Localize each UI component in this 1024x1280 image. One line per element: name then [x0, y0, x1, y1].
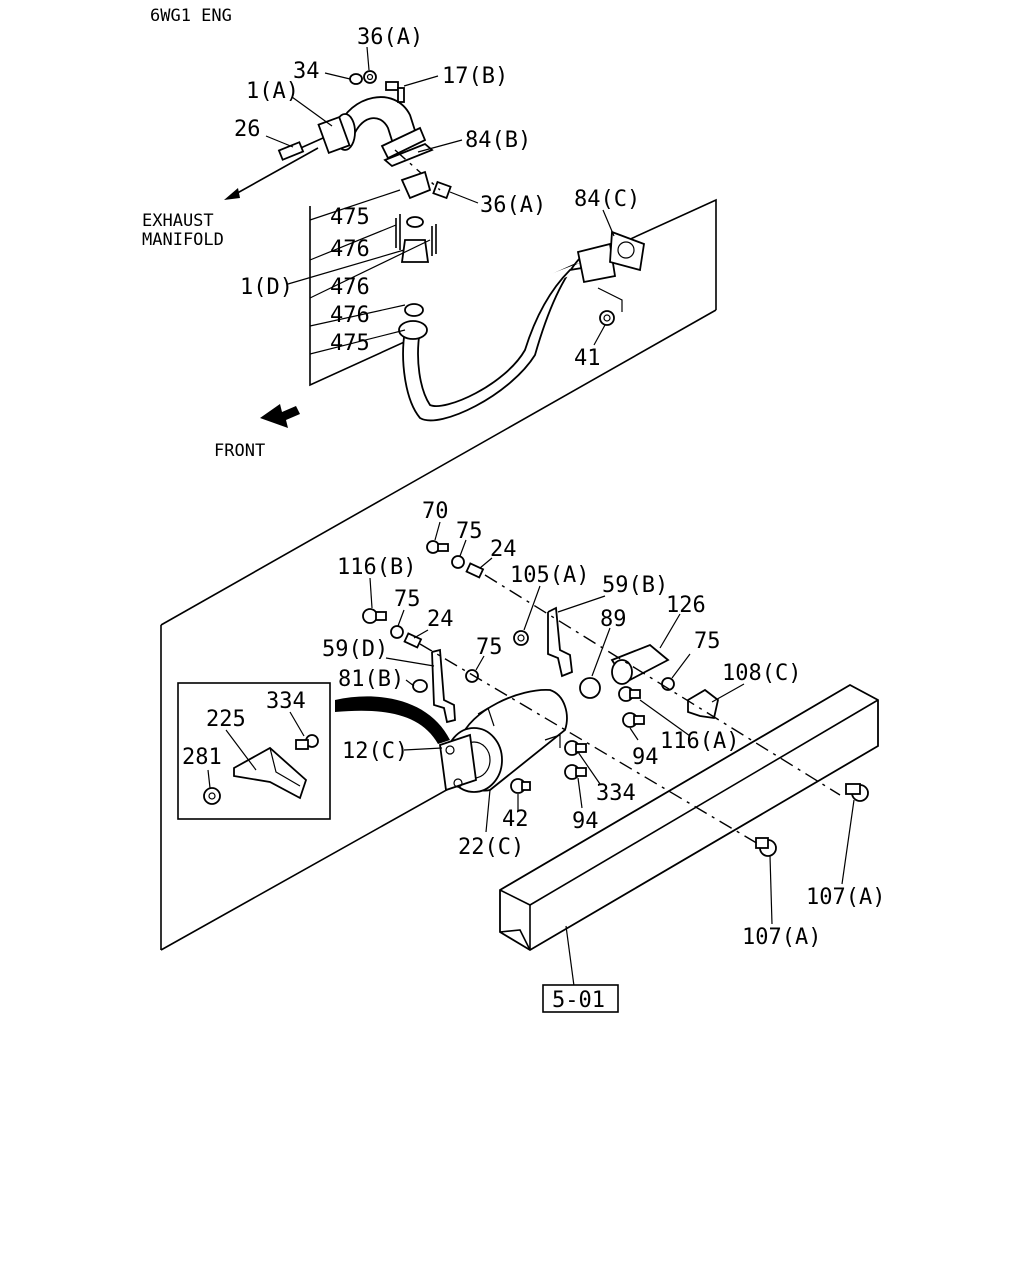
muffler-22c	[439, 689, 568, 793]
front-label: FRONT	[214, 441, 265, 461]
label-89: 89	[600, 607, 627, 632]
label-116b: 116(B)	[337, 555, 416, 580]
label-34: 34	[293, 59, 320, 84]
spacer-24-b	[403, 632, 423, 649]
bracket-59d	[431, 648, 456, 724]
nut-105a	[513, 630, 529, 646]
bolt-116b	[362, 608, 387, 624]
label-24-a: 24	[490, 537, 517, 562]
nut-36a-top	[363, 70, 377, 84]
label-476-b: 476	[330, 275, 370, 300]
label-94-b: 94	[572, 809, 599, 834]
front-arrow-icon	[260, 404, 300, 428]
washer-75-b	[390, 625, 404, 639]
label-36a-top: 36(A)	[357, 25, 423, 50]
spacer-24-a	[465, 562, 485, 579]
exhaust-pipe	[398, 230, 646, 422]
label-475-b: 475	[330, 331, 370, 356]
label-26: 26	[234, 117, 261, 142]
label-94-a: 94	[632, 745, 659, 770]
pipe-126	[610, 643, 670, 685]
heat-shield-curve	[335, 696, 450, 744]
lower-leaders	[207, 521, 855, 987]
bolt-17b	[385, 81, 405, 103]
reference-box[interactable]: 5-01	[542, 984, 619, 1013]
label-1a: 1(A)	[246, 79, 299, 104]
label-24-b: 24	[427, 607, 454, 632]
label-84c: 84(C)	[574, 187, 640, 212]
label-225: 225	[206, 707, 246, 732]
bolt-70	[426, 540, 449, 554]
label-70: 70	[422, 499, 449, 524]
exhaust-elbow	[277, 96, 427, 161]
washer-75-a	[451, 555, 465, 569]
label-75-d: 75	[694, 629, 721, 654]
label-107a-right: 107(A)	[806, 885, 885, 910]
label-36a-mid: 36(A)	[480, 193, 546, 218]
washer-75-c	[465, 669, 479, 683]
bolt-107a-right	[845, 783, 869, 802]
engine-header: 6WG1 ENG	[150, 6, 232, 26]
washer-81b	[412, 679, 428, 693]
clamp-89	[579, 677, 601, 699]
label-475-a: 475	[330, 205, 370, 230]
nut-42	[510, 778, 531, 794]
label-84b: 84(B)	[465, 128, 531, 153]
label-281: 281	[182, 745, 222, 770]
label-59b: 59(B)	[602, 573, 668, 598]
label-75-a: 75	[456, 519, 483, 544]
exhaust-manifold-arrow	[224, 147, 319, 200]
label-126: 126	[666, 593, 706, 618]
washer-34	[349, 73, 363, 85]
exhaust-manifold-label-2: MANIFOLD	[142, 230, 224, 250]
bolt-116a	[618, 686, 641, 702]
label-41: 41	[574, 346, 601, 371]
label-22c: 22(C)	[458, 835, 524, 860]
label-75-b: 75	[394, 587, 421, 612]
bracket-59b	[547, 606, 573, 678]
label-107a-left: 107(A)	[742, 925, 821, 950]
reference-label: 5-01	[552, 988, 605, 1013]
upper-leaders	[265, 46, 615, 355]
nut-36a-mid	[432, 180, 452, 200]
label-105a: 105(A)	[510, 563, 589, 588]
label-17b: 17(B)	[442, 64, 508, 89]
label-1d: 1(D)	[240, 275, 293, 300]
frame-rail	[499, 683, 879, 952]
label-108c: 108(C)	[722, 661, 801, 686]
bolt-107a-left	[755, 837, 777, 857]
label-476-a: 476	[330, 237, 370, 262]
label-334: 334	[596, 781, 636, 806]
nut-41	[599, 310, 615, 326]
label-81b: 81(B)	[338, 667, 404, 692]
alignment-lines	[419, 574, 841, 846]
label-42: 42	[502, 807, 529, 832]
inset-box	[177, 682, 331, 820]
exhaust-manifold-label-1: EXHAUST	[142, 211, 214, 231]
bracket-108c	[687, 688, 720, 720]
bolt-94-b	[564, 764, 587, 780]
bolt-94-a	[622, 712, 645, 728]
label-59d: 59(D)	[322, 637, 388, 662]
label-116a: 116(A)	[660, 729, 739, 754]
gasket-84b	[383, 142, 434, 168]
label-75-c: 75	[476, 635, 503, 660]
flex-pipe-1d	[395, 170, 437, 263]
label-12c: 12(C)	[342, 739, 408, 764]
label-334-inset: 334	[266, 689, 306, 714]
label-476-c: 476	[330, 303, 370, 328]
bolt-334	[564, 740, 587, 756]
